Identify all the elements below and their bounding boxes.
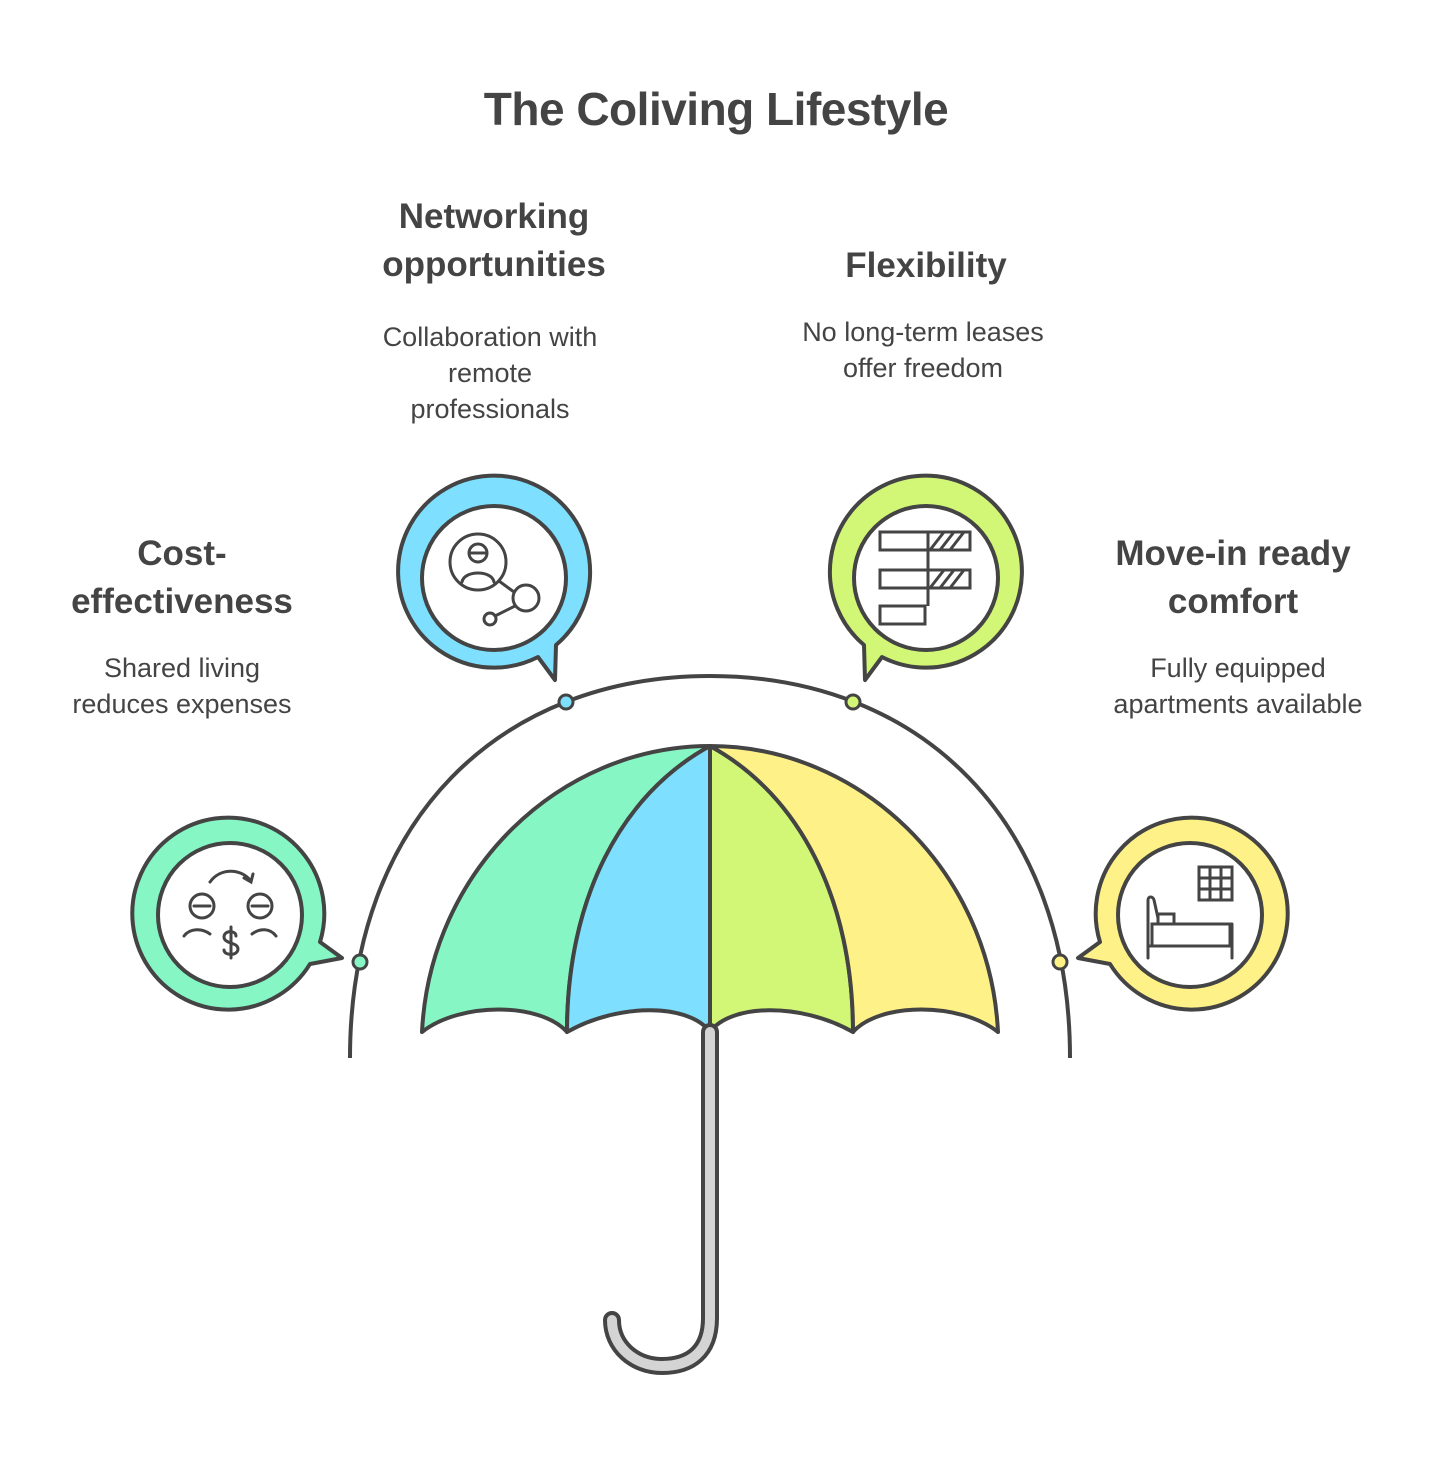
flexibility-description: No long-term leases offer freedom: [773, 314, 1073, 386]
cost-heading-line: effectiveness: [71, 582, 293, 621]
comfort-heading-line: Move-in ready: [1115, 534, 1351, 573]
comfort-description-line: Fully equipped: [1150, 653, 1326, 683]
canopy-segment-comfort: [708, 744, 1000, 1034]
cost-description: Shared living reduces expenses: [32, 650, 332, 722]
flexibility-description-line: offer freedom: [842, 353, 1004, 383]
flexibility-connector-dot: [844, 693, 862, 711]
cost-bubble: [130, 815, 344, 1012]
networking-description: Collaboration with remote professionals: [340, 319, 640, 427]
comfort-heading: Move-in ready comfort: [1083, 530, 1383, 626]
handle-fill: [607, 1027, 715, 1372]
networking-bubble: [396, 473, 593, 682]
cost-description-line: reduces expenses: [72, 689, 292, 719]
cost-connector-dot: [351, 953, 369, 971]
flexibility-bubble: [827, 473, 1024, 682]
outer-arc: [348, 673, 1072, 1059]
networking-connector-dot: [557, 693, 575, 711]
progress-bars-icon: [878, 530, 972, 626]
comfort-description-line: apartments available: [1113, 689, 1363, 719]
flexibility-heading-line: Flexibility: [845, 246, 1007, 285]
comfort-bubble: [1076, 815, 1290, 1012]
cost-description-line: Shared living: [103, 653, 261, 683]
bed-window-icon: [1146, 865, 1234, 960]
networking-heading-line: Networking: [398, 197, 590, 236]
money-exchange-icon: [182, 869, 278, 960]
umbrella-canopy: [420, 744, 1000, 1034]
cost-heading: Cost- effectiveness: [32, 530, 332, 626]
cost-heading-line: Cost-: [137, 534, 227, 573]
comfort-connector-dot: [1051, 953, 1069, 971]
comfort-heading-line: comfort: [1167, 582, 1299, 621]
comfort-description: Fully equipped apartments available: [1088, 650, 1388, 722]
flexibility-description-line: No long-term leases: [802, 317, 1044, 347]
canopy-segment-networking: [565, 744, 712, 1034]
page-title: The Coliving Lifestyle: [483, 83, 949, 135]
networking-description-line: Collaboration with: [382, 322, 598, 352]
person-network-icon: [448, 532, 541, 627]
networking-description-line: remote: [447, 358, 533, 388]
flexibility-heading: Flexibility: [776, 242, 1076, 290]
networking-description-line: professionals: [410, 394, 570, 424]
networking-heading-line: opportunities: [382, 245, 606, 284]
umbrella-handle: [603, 1023, 719, 1376]
networking-heading: Networking opportunities: [344, 193, 644, 289]
